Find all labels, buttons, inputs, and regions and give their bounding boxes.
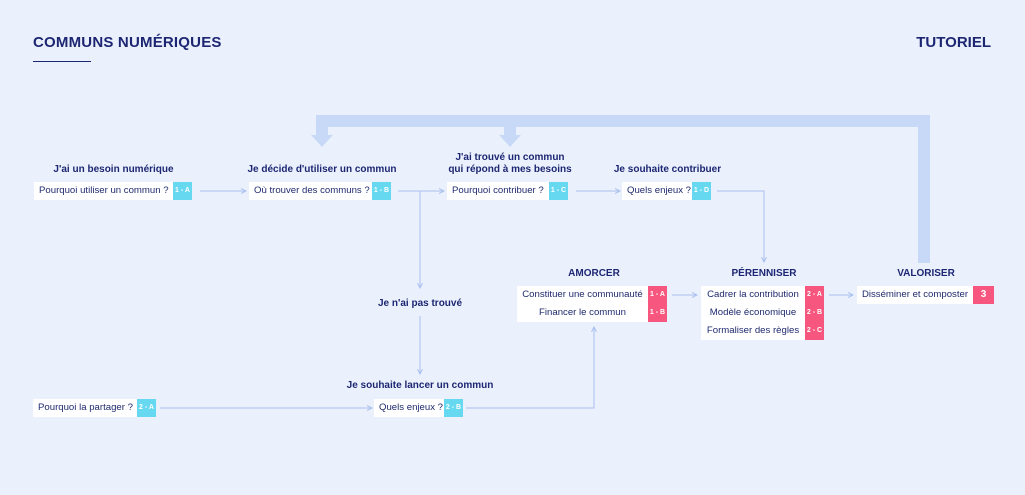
item-disseminer-composter[interactable]: Disséminer et composter [857,286,973,304]
item-pourquoi-partager[interactable]: Pourquoi la partager ? [33,399,137,417]
phase-title-perenniser: PÉRENNISER [731,268,797,279]
badge-2a-partager: 2 - A [137,399,156,417]
badge-perenniser-2c: 2 - C [805,322,824,340]
item-modele-economique[interactable]: Modèle économique [701,304,805,322]
badge-amorcer-1b: 1 - B [648,304,667,322]
step-title-decide: Je décide d'utiliser un commun [247,164,397,175]
badge-perenniser-2b: 2 - B [805,304,824,322]
badge-2b-enjeux: 2 - B [444,399,463,417]
item-constituer-communaute[interactable]: Constituer une communauté [517,286,648,304]
item-ou-trouver[interactable]: Où trouver des communs ? [249,182,372,200]
step-title-lancer: Je souhaite lancer un commun [346,380,494,391]
tutorial-label: TUTORIEL [916,34,991,51]
phase-title-amorcer: AMORCER [568,268,620,279]
item-quels-enjeux-lancer[interactable]: Quels enjeux ? [374,399,444,417]
badge-1c-contribuer: 1 - C [549,182,568,200]
badge-1d-enjeux: 1 - D [692,182,711,200]
item-quels-enjeux-contribuer[interactable]: Quels enjeux ? [622,182,692,200]
item-pourquoi-contribuer[interactable]: Pourquoi contribuer ? [447,182,549,200]
item-financer-commun[interactable]: Financer le commun [517,304,648,322]
badge-valoriser-3: 3 [973,286,994,304]
step-title-contribuer: Je souhaite contribuer [613,164,722,175]
feedback-loop-arrow [311,115,930,263]
badge-amorcer-1a: 1 - A [648,286,667,304]
step-title-trouve-line1: J'ai trouvé un commun [455,152,565,163]
link-contribuer-perenniser [717,190,764,262]
step-title-besoin: J'ai un besoin numérique [53,164,174,175]
phase-title-valoriser: VALORISER [897,268,955,279]
step-title-trouve-line2: qui répond à mes besoins [448,164,572,175]
item-pourquoi-utiliser[interactable]: Pourquoi utiliser un commun ? [34,182,173,200]
item-cadrer-contribution[interactable]: Cadrer la contribution [701,286,805,304]
link-lancer-amorcer [466,327,594,409]
brand-underline [33,61,91,62]
badge-1b-trouver: 1 - B [372,182,391,200]
badge-perenniser-2a: 2 - A [805,286,824,304]
item-formaliser-regles[interactable]: Formaliser des règles [701,322,805,340]
badge-1a-utiliser: 1 - A [173,182,192,200]
step-title-pas-trouve: Je n'ai pas trouvé [377,298,463,309]
brand-title: COMMUNS NUMÉRIQUES [33,34,222,51]
